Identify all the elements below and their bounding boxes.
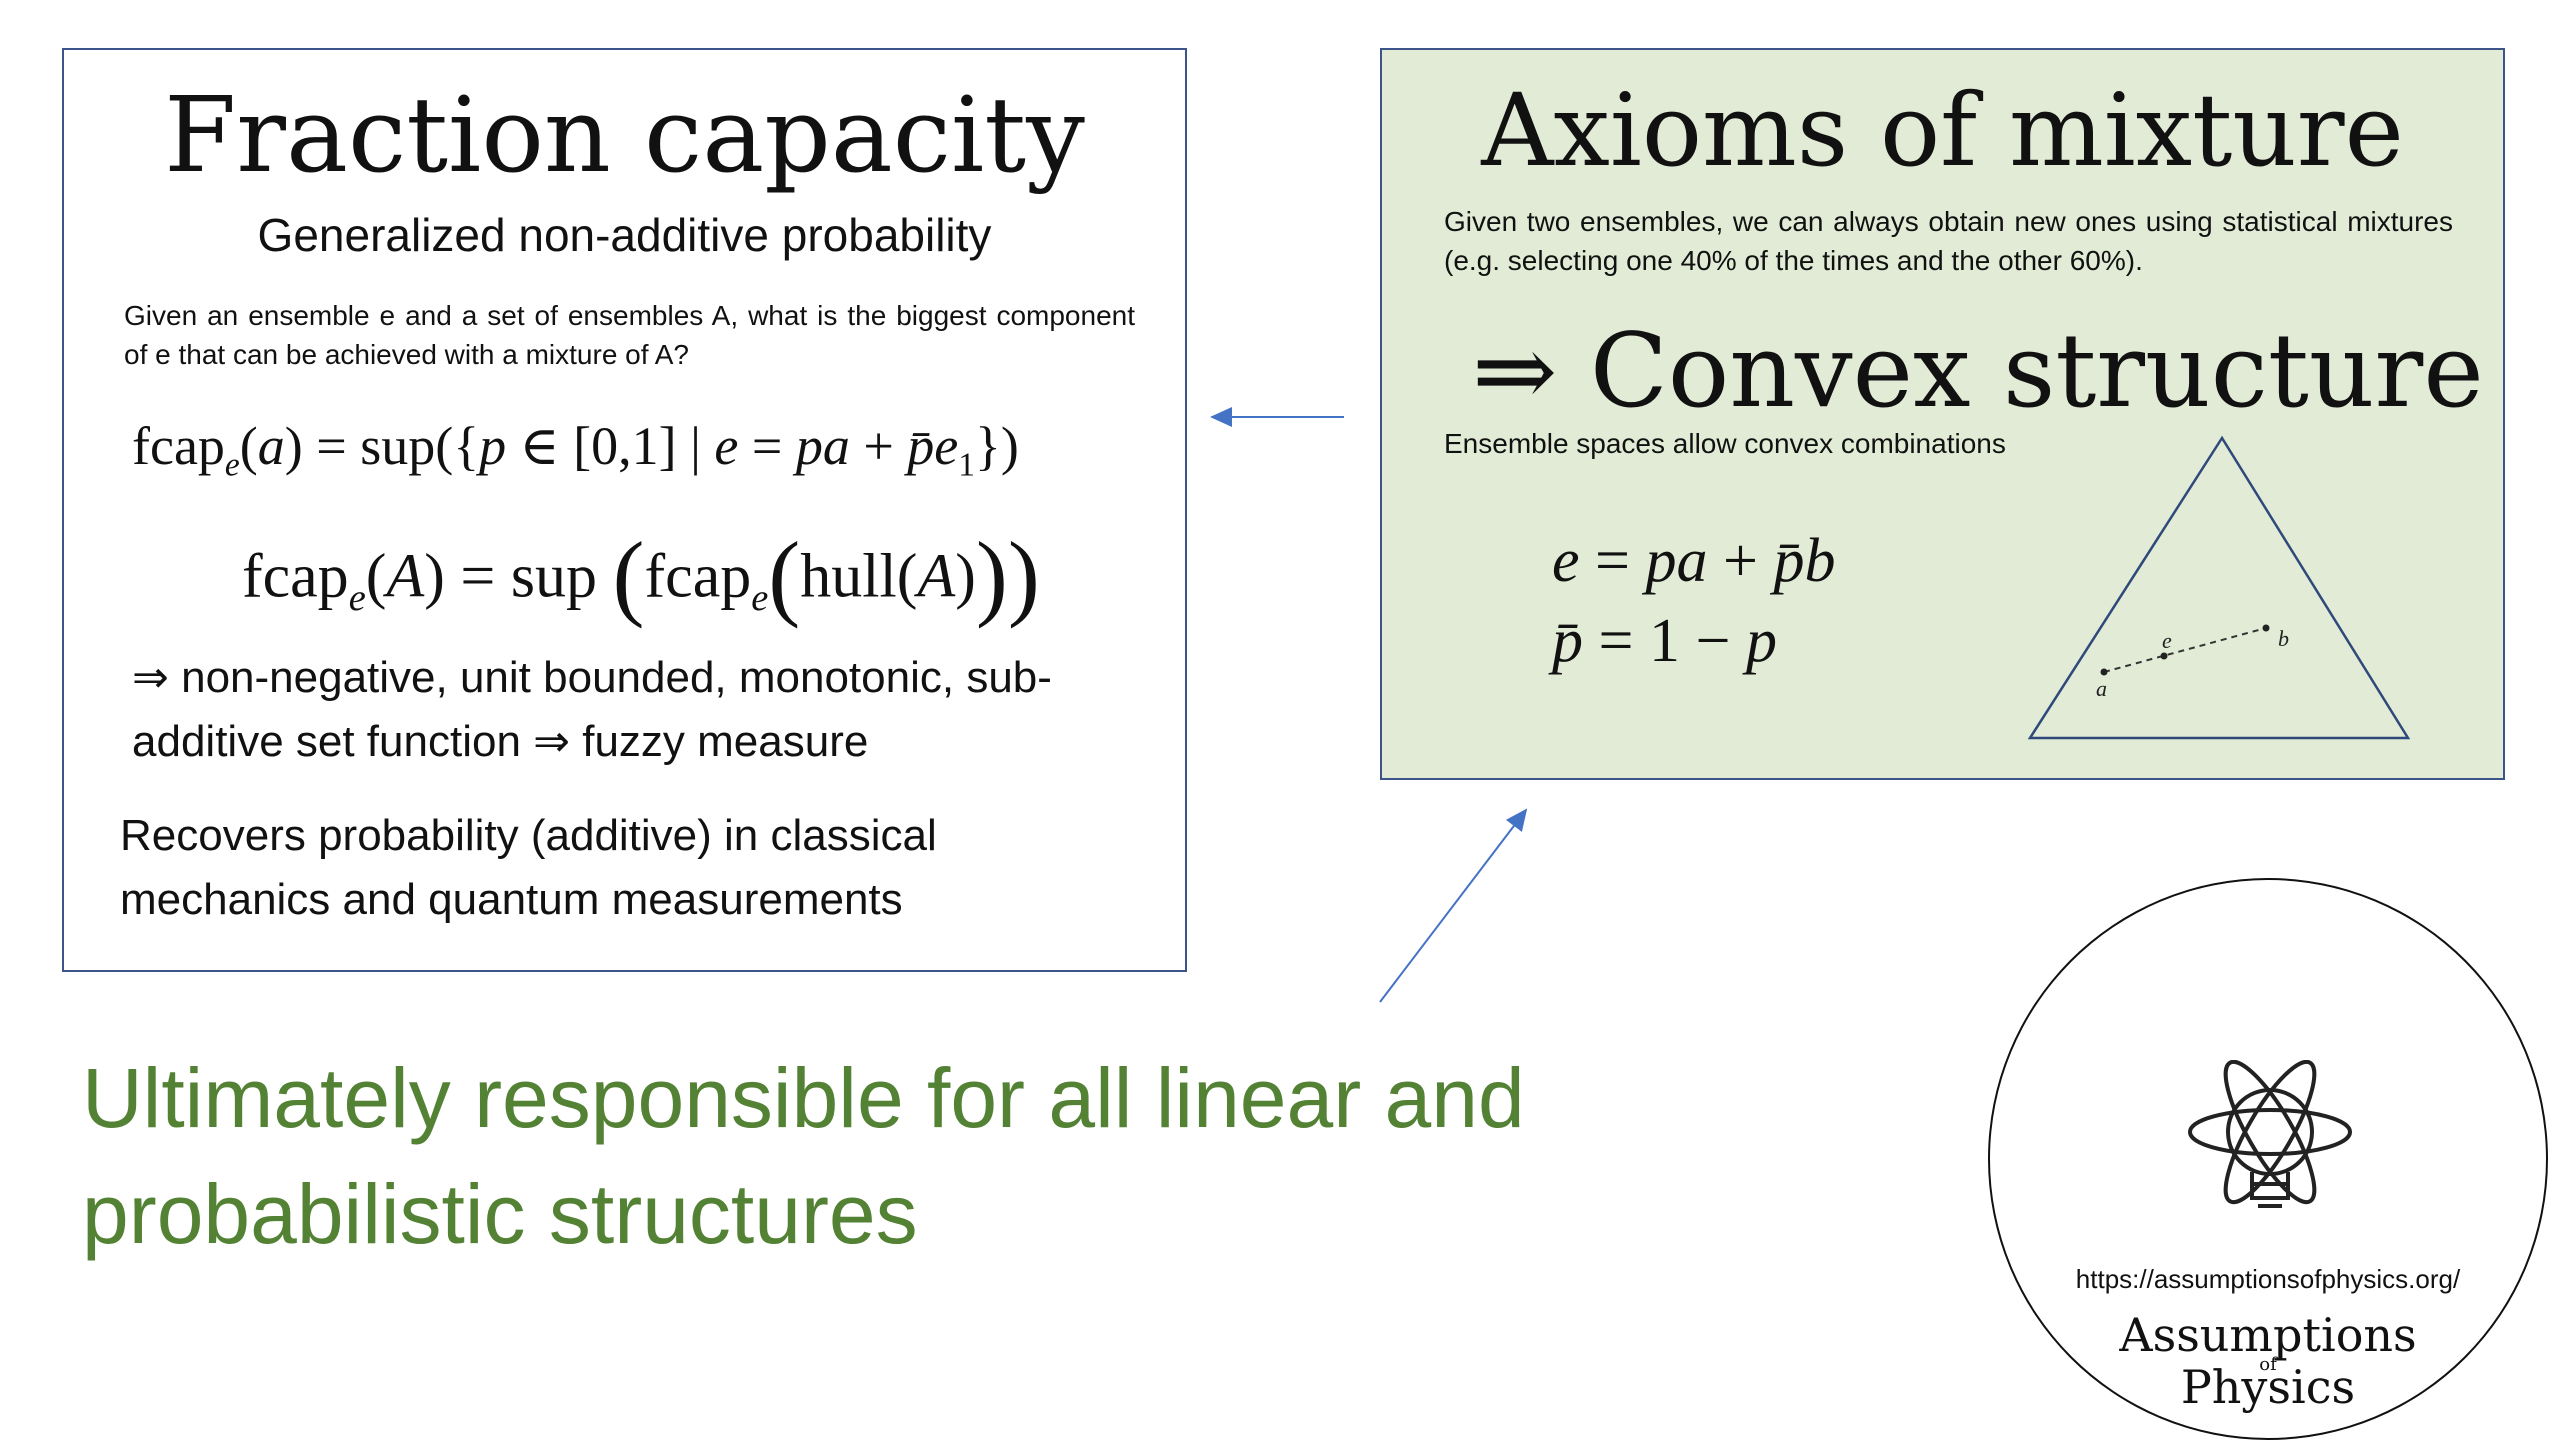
fcap-properties: ⇒ non-negative, unit bounded, monotonic,… — [132, 653, 1052, 766]
label-e: e — [2162, 628, 2172, 653]
bottom-note: Ultimately responsible for all linear an… — [82, 1051, 1525, 1261]
fraction-capacity-subtitle: Generalized non-additive probability — [257, 209, 992, 261]
point-a — [2100, 668, 2108, 676]
axioms-of-mixture-description: Given two ensembles, we can always obtai… — [1444, 206, 2453, 276]
convex-triangle-diagram: a e b — [2027, 435, 2411, 740]
axioms-of-mixture-box: Axioms of mixture Given two ensembles, w… — [1380, 48, 2505, 780]
logo-name-line2: Physics — [2180, 1360, 2356, 1414]
triangle-shape — [2027, 435, 2411, 740]
lightbulb-atom-icon — [2188, 1060, 2352, 1208]
fraction-capacity-title: Fraction capacity — [164, 74, 1085, 196]
fcap-set-equation: fcape(A) = sup (fcape(hull(A))) — [242, 522, 1040, 629]
logo-name-line1: Assumptions — [2119, 1308, 2417, 1362]
point-e — [2160, 652, 2168, 660]
logo-url[interactable]: https://assumptionsofphysics.org/ — [2075, 1264, 2461, 1294]
axioms-of-mixture-title: Axioms of mixture — [1481, 72, 2404, 189]
logo-name-of: of — [2259, 1354, 2277, 1375]
mixture-segment — [2103, 627, 2267, 673]
complement-equation: p̄ = 1 − p — [1552, 607, 1777, 675]
fraction-capacity-box: Fraction capacity Generalized non-additi… — [62, 48, 1187, 972]
fraction-capacity-question: Given an ensemble e and a set of ensembl… — [124, 300, 1135, 370]
label-b: b — [2278, 626, 2289, 651]
fcap-recovers-text: Recovers probability (additive) in class… — [120, 811, 937, 924]
arrow-to-axioms — [1379, 808, 1528, 1003]
point-b — [2262, 624, 2270, 632]
convex-structure-heading: ⇒ Convex structure — [1472, 312, 2484, 431]
assumptions-of-physics-logo: https://assumptionsofphysics.org/ Assump… — [1988, 878, 2548, 1440]
mixture-equation: e = pa + p̄b — [1552, 527, 1836, 595]
convex-structure-note: Ensemble spaces allow convex combination… — [1444, 428, 2006, 459]
fcap-single-equation: fcape(a) = sup({p ∈ [0,1] | e = pa + p̄e… — [132, 416, 1019, 484]
label-a: a — [2096, 676, 2107, 701]
